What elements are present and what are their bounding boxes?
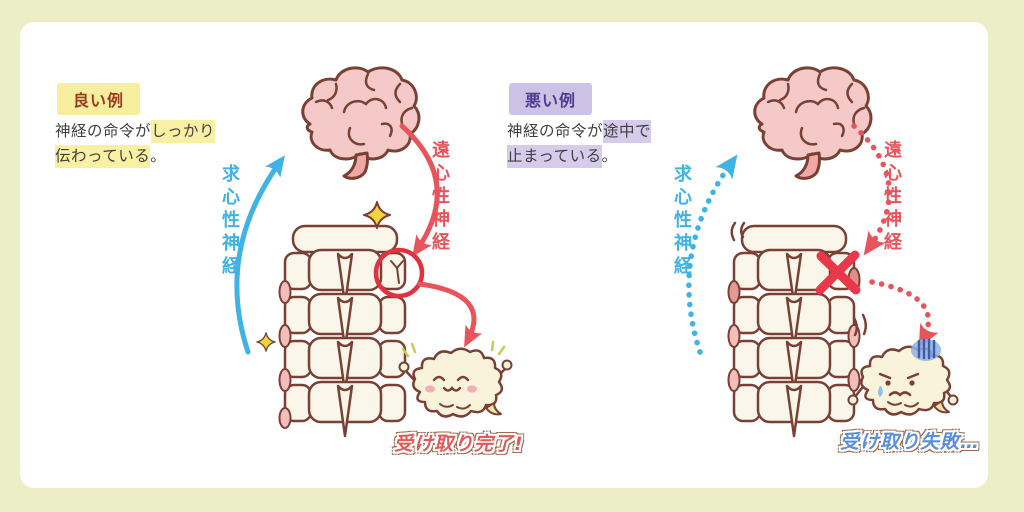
bad-example-badge: 悪い例 (509, 83, 593, 115)
nerve-branch-icon (390, 260, 404, 284)
good-brain-illustration (301, 66, 421, 180)
diagram-artwork (234, 66, 959, 488)
sad-arm-left (847, 386, 864, 406)
good-delivery-arrow (417, 281, 483, 348)
muscle-character-happy (398, 340, 513, 418)
desc-text: 。 (150, 147, 167, 165)
tremor-marks (730, 221, 867, 337)
bad-efferent-nerve-label: 遠心性神経 (881, 140, 902, 255)
bad-afferent-nerve-label: 求心性神経 (671, 164, 692, 279)
desc-highlight: 止まっている (507, 145, 602, 168)
bad-efferent-nerve-arrow (851, 123, 892, 256)
sad-face (878, 372, 920, 397)
desc-highlight: しっかり (151, 120, 216, 143)
desc-highlight: 伝わっている (55, 145, 151, 168)
good-example-description: 神経の命令がしっかり伝わっている。 (55, 119, 216, 169)
tear-icon (878, 386, 883, 397)
joy-emphasis-marks (401, 340, 506, 358)
x-mark-icon (815, 250, 861, 295)
desc-text: 神経の命令が (55, 122, 152, 140)
good-efferent-nerve-arrow (399, 123, 440, 257)
bad-result-caption: 受け取り失敗… (840, 431, 981, 453)
desc-text: 。 (601, 147, 618, 165)
gloom-icon (911, 338, 941, 361)
bad-spine-illustration (727, 226, 861, 436)
good-example-badge: 良い例 (57, 83, 141, 115)
illustration-card: 良い例 神経の命令がしっかり伝わっている。 求心性神経 遠心性神経 受け取り完了… (20, 22, 988, 488)
spinal-disc-icon (278, 280, 292, 429)
bad-delivery-arrow (869, 279, 939, 349)
muscle-character-sad (847, 338, 959, 416)
good-spine-illustration (278, 226, 406, 436)
bad-example-description: 神経の命令が途中で止まっている。 (507, 119, 652, 169)
desc-text: 神経の命令が (507, 122, 604, 140)
sparkle-icon (256, 332, 276, 352)
happy-face (425, 375, 477, 393)
good-afferent-nerve-label: 求心性神経 (219, 164, 240, 279)
good-afferent-nerve-arrow (234, 155, 285, 355)
sparkle-icon (363, 201, 391, 229)
signal-circle-icon (373, 247, 425, 299)
bad-afferent-nerve-arrow (686, 154, 738, 355)
good-efferent-nerve-label: 遠心性神経 (429, 140, 450, 255)
desc-highlight: 途中で (603, 120, 652, 143)
good-result-caption: 受け取り完了! (394, 433, 524, 455)
bad-brain-illustration (753, 66, 873, 180)
